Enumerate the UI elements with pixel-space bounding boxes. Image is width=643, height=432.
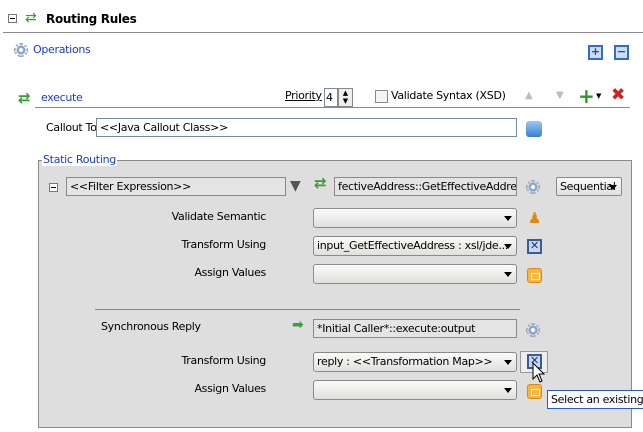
divider bbox=[3, 32, 643, 33]
tooltip: Select an existing m bbox=[547, 390, 643, 409]
validate-semantic-select[interactable] bbox=[313, 208, 517, 228]
mouse-cursor-icon bbox=[532, 362, 546, 383]
chevron-down-icon bbox=[504, 360, 512, 365]
collapse-routing-rules[interactable] bbox=[8, 14, 17, 23]
transformation-map-icon[interactable] bbox=[527, 239, 542, 254]
operations-link[interactable]: Operations bbox=[33, 43, 91, 56]
assign-values-icon[interactable] bbox=[527, 384, 542, 399]
divider bbox=[95, 309, 520, 310]
sync-reply-label: Synchronous Reply bbox=[101, 320, 201, 333]
operations-gear-icon bbox=[14, 43, 28, 57]
route-arrows-icon: ⇄ bbox=[314, 174, 327, 192]
chevron-down-icon bbox=[504, 388, 512, 393]
mode-value: Sequential bbox=[560, 180, 616, 193]
select-value: reply : <<Transformation Map>> bbox=[317, 355, 493, 368]
move-up-icon[interactable]: ▲ bbox=[525, 90, 533, 101]
move-down-icon[interactable]: ▼ bbox=[556, 90, 564, 101]
routing-rules-icon: ⇄ bbox=[25, 10, 37, 26]
transform-label: Transform Using bbox=[181, 238, 266, 251]
arrow-right-icon: ➡ bbox=[292, 317, 304, 333]
validate-syntax-label: Validate Syntax (XSD) bbox=[391, 89, 506, 102]
reply-transform-label: Transform Using bbox=[181, 354, 266, 367]
filter-funnel-icon[interactable]: ▼ bbox=[290, 178, 301, 194]
reply-target-input[interactable]: *Initial Caller*::execute:output bbox=[313, 319, 517, 338]
reply-assign-select[interactable] bbox=[313, 380, 517, 400]
route-target-input[interactable]: fectiveAddress::GetEffectiveAddress bbox=[334, 177, 517, 196]
static-routing-legend: Static Routing bbox=[42, 153, 117, 166]
assign-values-icon[interactable] bbox=[527, 268, 542, 283]
validate-semantic-label: Validate Semantic bbox=[171, 210, 267, 223]
callout-label: Callout To bbox=[46, 121, 97, 134]
reply-transform-select[interactable]: reply : <<Transformation Map>> bbox=[313, 352, 517, 372]
transform-select[interactable]: input_GetEffectiveAddress : xsl/jde... bbox=[313, 236, 517, 256]
priority-label: Priority bbox=[285, 89, 322, 102]
expand-all-icon[interactable]: + bbox=[588, 45, 603, 60]
divider bbox=[35, 107, 630, 108]
assign-values-label: Assign Values bbox=[194, 266, 266, 279]
collapse-all-icon[interactable]: − bbox=[614, 45, 629, 60]
assign-values-select[interactable] bbox=[313, 264, 517, 284]
priority-input[interactable]: 4 bbox=[324, 88, 338, 107]
priority-spinner[interactable]: ▲▼ bbox=[338, 88, 353, 107]
delete-icon[interactable]: ✖ bbox=[611, 85, 626, 105]
reply-gear-icon[interactable] bbox=[526, 323, 540, 337]
select-value: input_GetEffectiveAddress : xsl/jde... bbox=[317, 239, 508, 252]
chevron-down-icon bbox=[504, 216, 512, 221]
validate-syntax-checkbox[interactable] bbox=[375, 90, 388, 103]
target-gear-icon[interactable] bbox=[526, 180, 540, 194]
route-arrows-icon: ⇄ bbox=[18, 89, 31, 107]
reply-assign-label: Assign Values bbox=[194, 382, 266, 395]
validate-semantic-icon[interactable]: ♟ bbox=[528, 209, 542, 227]
callout-input[interactable]: <<Java Callout Class>> bbox=[96, 118, 517, 137]
add-icon[interactable]: + bbox=[578, 84, 595, 108]
add-dropdown-icon[interactable]: ▼ bbox=[596, 92, 602, 100]
collapse-route[interactable] bbox=[49, 183, 58, 192]
chevron-down-icon bbox=[609, 185, 617, 190]
java-class-browse-icon[interactable] bbox=[526, 121, 542, 137]
page-title: Routing Rules bbox=[46, 12, 137, 26]
mode-select[interactable]: Sequential bbox=[556, 177, 622, 196]
rule-name-link[interactable]: execute bbox=[41, 91, 83, 104]
chevron-down-icon bbox=[504, 244, 512, 249]
chevron-down-icon bbox=[504, 272, 512, 277]
filter-expression-input[interactable]: <<Filter Expression>> bbox=[66, 177, 286, 196]
